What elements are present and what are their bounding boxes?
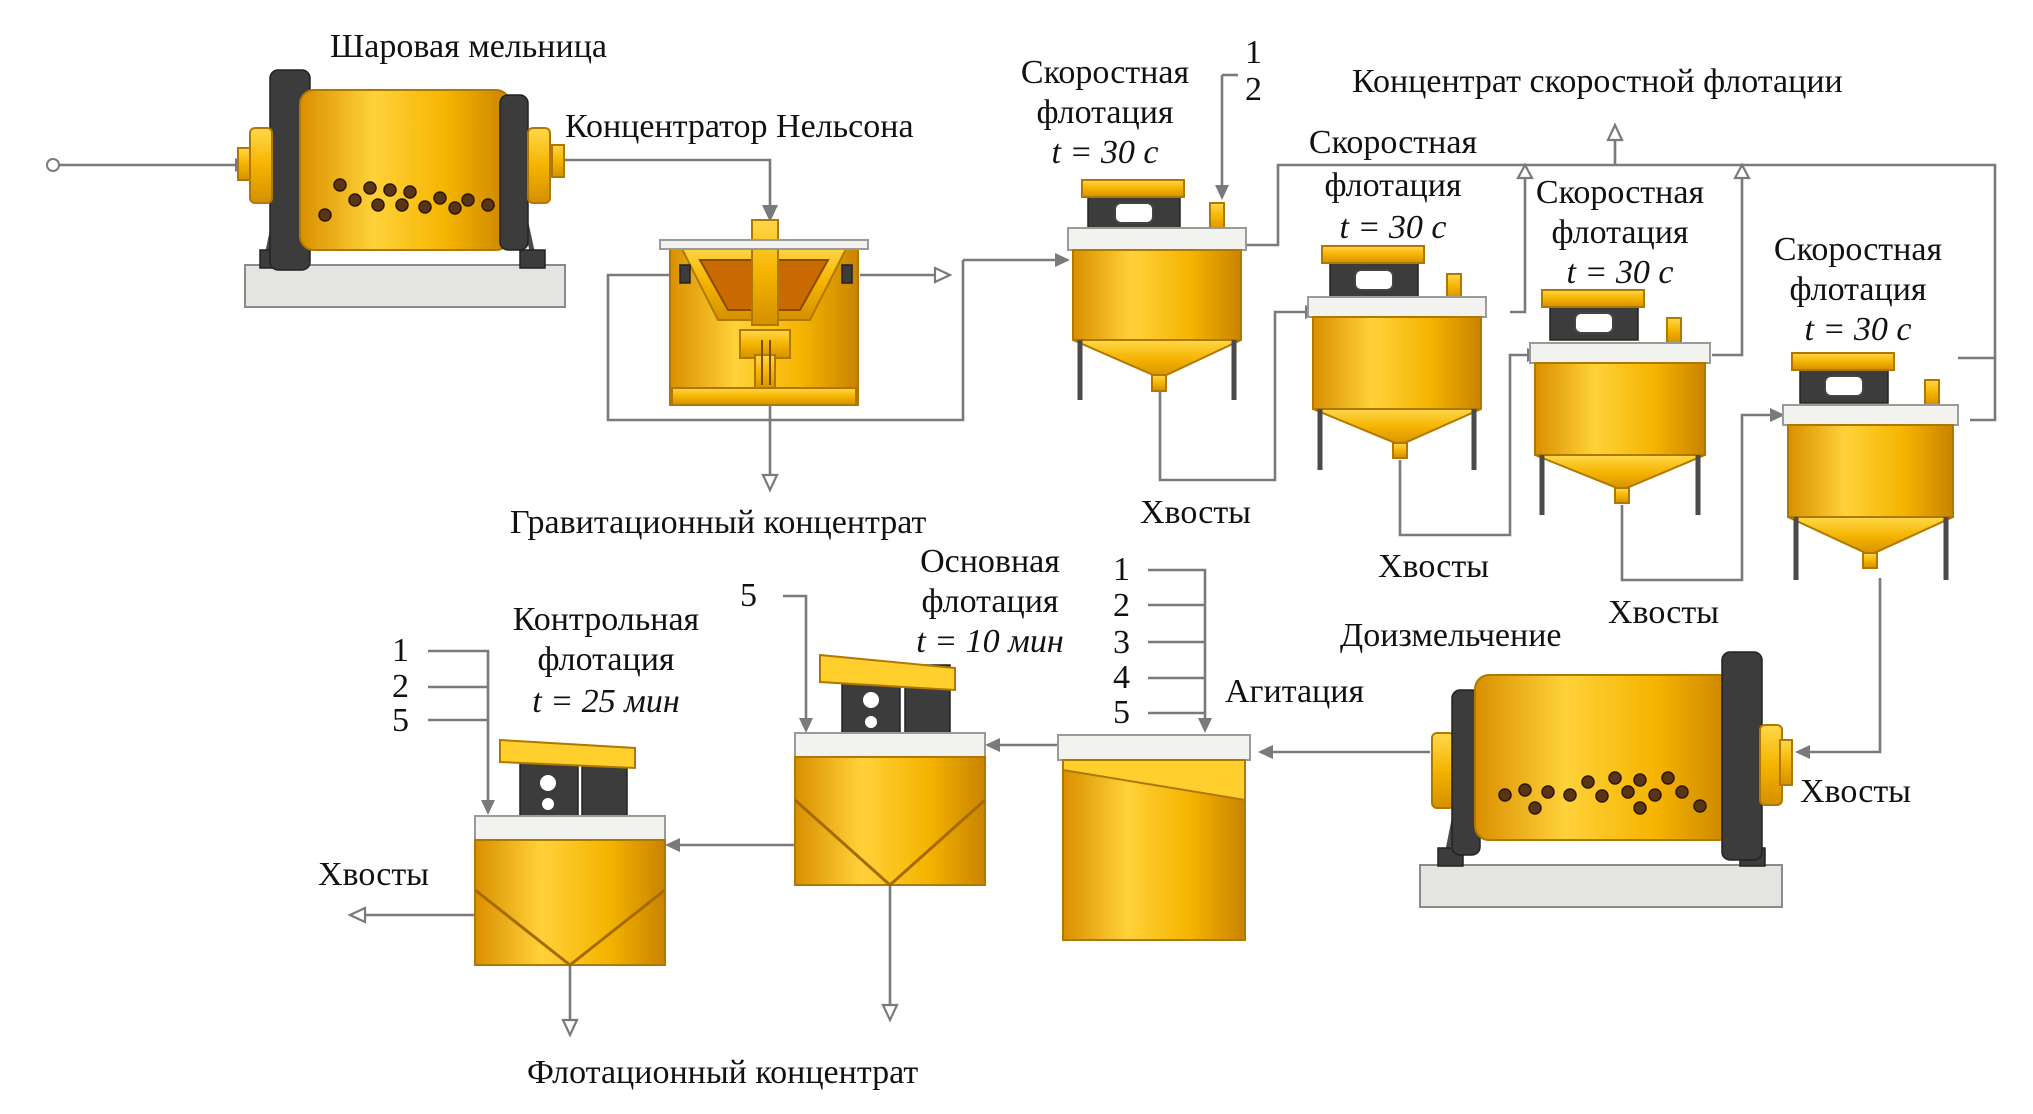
rapid-flotation-concentrate-label: Концентрат скоростной флотации [1352, 63, 1843, 100]
rapid-flotation-cell-3 [1529, 289, 1711, 515]
rapid-flotation-cell-1 [1067, 179, 1247, 400]
control-flotation-word2: флотация [537, 641, 674, 678]
rapid-flotation-3-word2: флотация [1551, 214, 1688, 251]
reagent-number: 2 [392, 668, 409, 705]
reagent-number: 4 [1113, 659, 1130, 696]
rapid-flotation-2-word1: Скоростная [1309, 124, 1478, 161]
reagent-numbers: 1 2 1 2 3 4 5 5 1 2 5 [392, 34, 1262, 739]
nelson-concentrator [659, 219, 869, 406]
rapid-flotation-4-word2: флотация [1789, 271, 1926, 308]
main-flotation-cell [793, 653, 987, 888]
tailings-label-1: Хвосты [1140, 494, 1251, 531]
main-flotation-word2: флотация [921, 583, 1058, 620]
control-flotation-time: t = 25 мин [532, 683, 679, 720]
reagent-number: 5 [392, 702, 409, 739]
rapid-flotation-3-word1: Скоростная [1536, 174, 1705, 211]
rapid-flotation-4-word1: Скоростная [1774, 231, 1943, 268]
tailings-label-2: Хвосты [1378, 548, 1489, 585]
reagent-number: 1 [392, 632, 409, 669]
control-flotation-word1: Контрольная [513, 601, 700, 638]
labels: Шаровая мельница Концентратор Нельсона Г… [318, 28, 1942, 1091]
ball-mill-label: Шаровая мельница [330, 28, 607, 65]
rapid-flotation-cell-4 [1782, 352, 1959, 580]
reagent-number: 5 [1113, 694, 1130, 731]
rapid-flotation-4-time: t = 30 c [1805, 311, 1912, 348]
ball-mill [237, 69, 566, 308]
rapid-flotation-3-time: t = 30 c [1567, 254, 1674, 291]
reagent-number: 2 [1113, 587, 1130, 624]
gravity-concentrate-label: Гравитационный концентрат [510, 504, 926, 541]
main-flotation-word1: Основная [920, 543, 1060, 580]
rapid-flotation-1-word2: флотация [1036, 94, 1173, 131]
main-flotation-time: t = 10 мин [916, 623, 1063, 660]
rapid-flotation-2-word2: флотация [1324, 167, 1461, 204]
control-flotation-cell [474, 738, 666, 967]
tailings-label-5: Хвосты [318, 856, 429, 893]
agitation-tank [1057, 734, 1251, 941]
rapid-flotation-1-word1: Скоростная [1021, 54, 1190, 91]
rapid-flotation-2-time: t = 30 c [1340, 209, 1447, 246]
regrinding-label: Доизмельчение [1340, 617, 1562, 654]
reagent-number: 2 [1245, 71, 1262, 108]
grinding-balls [1498, 771, 1707, 815]
grinding-balls [318, 178, 495, 222]
regrinding-mill [1419, 651, 1793, 908]
tailings-label-3: Хвосты [1608, 594, 1719, 631]
reagent-number: 5 [740, 577, 757, 614]
reagent-number: 3 [1113, 624, 1130, 661]
tailings-label-4: Хвосты [1800, 773, 1911, 810]
agitation-label: Агитация [1225, 673, 1364, 710]
reagent-number: 1 [1245, 34, 1262, 71]
flotation-concentrate-label: Флотационный концентрат [527, 1054, 918, 1091]
reagent-number: 1 [1113, 551, 1130, 588]
process-lines [46, 73, 1997, 1038]
rapid-flotation-cell-2 [1307, 245, 1487, 470]
rapid-flotation-1-time: t = 30 c [1052, 134, 1159, 171]
nelson-concentrator-label: Концентратор Нельсона [565, 108, 914, 145]
